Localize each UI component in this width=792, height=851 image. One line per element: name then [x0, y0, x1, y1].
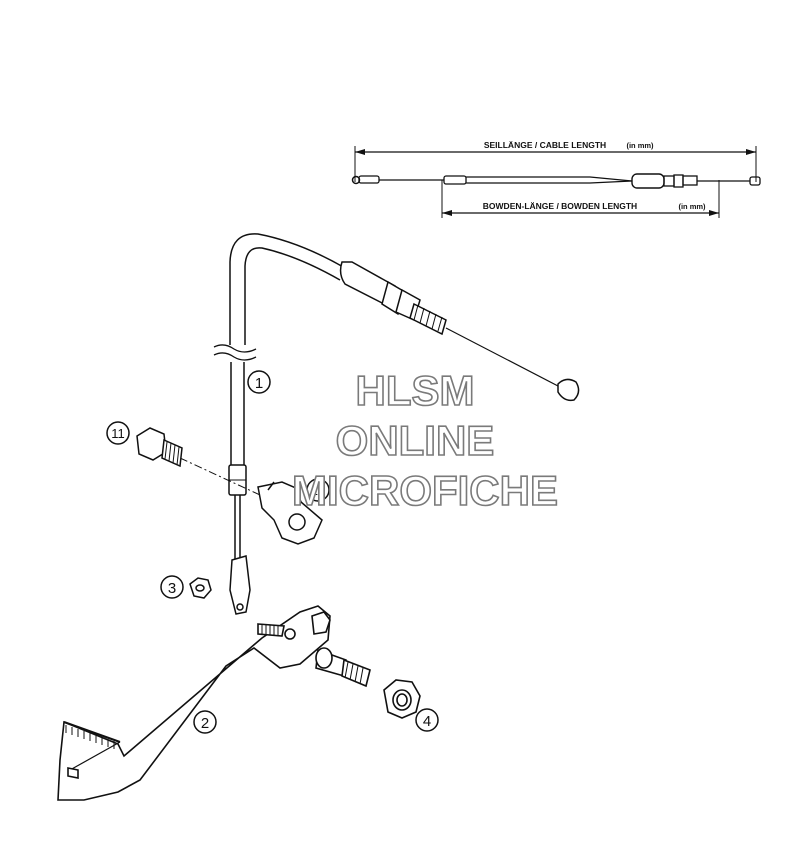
bolt	[136, 427, 183, 468]
callout-11-label: 11	[111, 426, 125, 441]
brake-cable	[213, 233, 580, 560]
nut-flange	[383, 679, 421, 719]
callout-4-label: 4	[423, 713, 431, 730]
assembly-line	[179, 457, 261, 496]
cable-length-unit: (in mm)	[626, 141, 654, 150]
watermark-line-2: ONLINE	[336, 417, 495, 464]
nut-small	[189, 577, 212, 599]
callout-11: 11	[106, 421, 130, 445]
watermark: HLSM ONLINE MICROFICHE	[291, 366, 559, 515]
callout-1: 1	[247, 370, 271, 394]
callout-2: 2	[193, 710, 217, 734]
callout-4: 4	[415, 708, 439, 732]
watermark-line-1: HLSM	[356, 367, 475, 414]
cable-length-label: SEILLÄNGE / CABLE LENGTH	[484, 140, 606, 150]
callout-3-label: 3	[168, 580, 176, 597]
cable-length-dimension	[351, 146, 761, 218]
callout-10: 10	[306, 478, 330, 502]
brake-pedal	[57, 605, 371, 801]
callout-3: 3	[160, 575, 184, 599]
callout-2-label: 2	[201, 715, 209, 732]
bracket	[257, 481, 323, 545]
callout-1-label: 1	[255, 375, 263, 392]
cable-clevis	[229, 555, 251, 615]
callout-10-label: 10	[311, 483, 325, 498]
bowden-length-label: BOWDEN-LÄNGE / BOWDEN LENGTH	[483, 201, 637, 211]
watermark-line-3: MICROFICHE	[292, 467, 558, 514]
bowden-length-unit: (in mm)	[678, 202, 706, 211]
